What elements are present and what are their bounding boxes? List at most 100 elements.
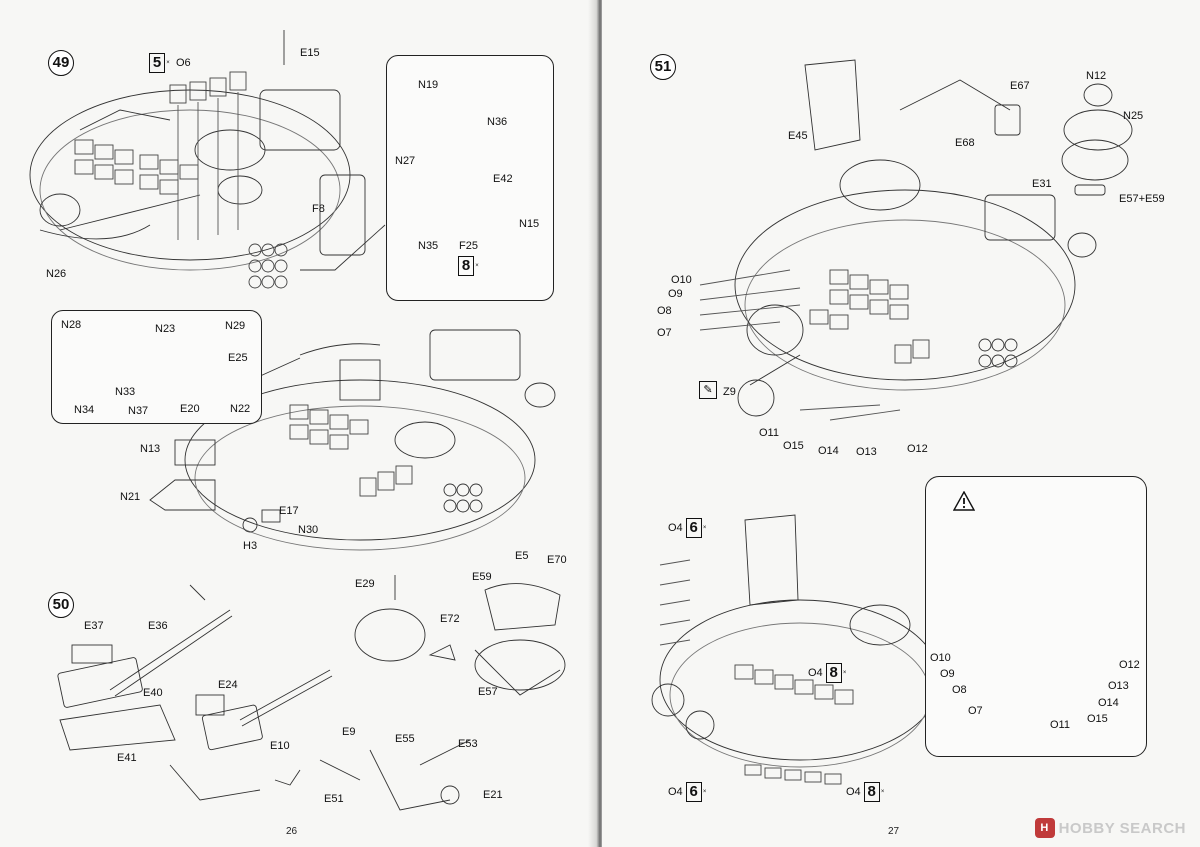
quantity-count: 6 <box>685 782 702 802</box>
part-label: N33 <box>115 386 136 398</box>
quantity-count: 8 <box>825 663 842 683</box>
part-label: E24 <box>218 679 238 691</box>
part-label: E40 <box>143 687 163 699</box>
inset-detail-n28 <box>51 310 262 424</box>
part-label: O12 <box>1119 659 1140 671</box>
step-number-49: 49 <box>48 50 74 76</box>
part-label: E5 <box>515 550 529 562</box>
part-code: O4 <box>808 666 823 679</box>
quantity-badge-o6: 5× O6 <box>149 53 191 73</box>
part-label: N27 <box>395 155 416 167</box>
part-label: H3 <box>243 540 258 552</box>
part-label: E72 <box>440 613 460 625</box>
part-label: N12 <box>1086 70 1107 82</box>
part-label: E67 <box>1010 80 1030 92</box>
part-label: N37 <box>128 405 149 417</box>
part-label: N23 <box>155 323 176 335</box>
part-label: O13 <box>1108 680 1129 692</box>
part-label: N25 <box>1123 110 1144 122</box>
part-label: O10 <box>671 274 692 286</box>
part-label: E70 <box>547 554 567 566</box>
part-label: N35 <box>418 240 439 252</box>
quantity-count: 8 <box>863 782 880 802</box>
part-label: N13 <box>140 443 161 455</box>
part-label: E21 <box>483 789 503 801</box>
part-label: N15 <box>519 218 540 230</box>
page-number-right: 27 <box>888 826 900 837</box>
watermark-logo-icon: H <box>1034 818 1055 838</box>
part-label: E57 <box>478 686 498 698</box>
times-mark: × <box>841 670 848 676</box>
warning-icon <box>953 491 975 511</box>
part-code-f25: F25 <box>459 240 478 252</box>
step-number-51: 51 <box>650 54 676 80</box>
part-label: E31 <box>1032 178 1052 190</box>
part-label: E10 <box>270 740 290 752</box>
times-mark: × <box>701 525 708 531</box>
part-label: E15 <box>300 47 320 59</box>
part-label: O8 <box>952 684 967 696</box>
times-mark: × <box>701 789 708 795</box>
quantity-count: 5 <box>149 53 165 73</box>
inset-detail-view <box>925 476 1147 757</box>
part-label: E45 <box>788 130 808 142</box>
part-label: E51 <box>324 793 344 805</box>
part-label: E37 <box>84 620 104 632</box>
part-label: E59 <box>472 571 492 583</box>
right-page: 51 E67 E45 E68 N12 N25 E31 E57+E59 O10 O… <box>602 0 1200 847</box>
part-label: N30 <box>298 524 319 536</box>
part-label: N26 <box>46 268 67 280</box>
part-label: O14 <box>1098 697 1119 709</box>
part-label: O14 <box>818 445 839 457</box>
part-label: O11 <box>1050 719 1070 731</box>
part-label: E17 <box>279 505 299 517</box>
watermark: H HOBBY SEARCH <box>1034 818 1186 838</box>
part-label: E36 <box>148 620 168 632</box>
quantity-count: 6 <box>685 518 702 538</box>
part-label: E53 <box>458 738 478 750</box>
times-mark: × <box>879 789 886 795</box>
part-label: E20 <box>180 403 200 415</box>
part-label: O11 <box>759 427 779 439</box>
part-label: E42 <box>493 173 513 185</box>
part-label: N19 <box>418 79 439 91</box>
watermark-text: HOBBY SEARCH <box>1058 819 1186 837</box>
part-label: E55 <box>395 733 415 745</box>
part-label: O9 <box>940 668 955 680</box>
part-label: N21 <box>120 491 141 503</box>
part-label: N29 <box>225 320 246 332</box>
part-label: O7 <box>657 327 672 339</box>
part-code: O4 <box>668 521 683 534</box>
part-label: E57+E59 <box>1119 193 1165 205</box>
part-label: O8 <box>657 305 672 317</box>
part-code: O6 <box>176 56 191 69</box>
tool-icon: ✎ <box>699 381 717 399</box>
part-label: O9 <box>668 288 683 300</box>
left-page: 49 5×O6 E15 F8 N26 N19 N36 N27 E42 N35 N… <box>0 0 598 847</box>
part-label: N34 <box>74 404 95 416</box>
part-label: F8 <box>312 203 325 215</box>
part-code: O4 <box>846 785 861 798</box>
part-label: Z9 <box>723 386 736 398</box>
step-number-50: 50 <box>48 592 74 618</box>
part-label: O15 <box>1087 713 1108 725</box>
times-mark: × <box>165 60 171 66</box>
left-page-drawings <box>29 30 566 811</box>
page-number-left: 26 <box>286 826 298 837</box>
part-label: N22 <box>230 403 251 415</box>
quantity-badge-f25: 8× <box>458 256 485 276</box>
part-label: E68 <box>955 137 975 149</box>
part-label: N28 <box>61 319 82 331</box>
part-code: O4 <box>668 785 683 798</box>
part-label: O12 <box>907 443 928 455</box>
part-label: O7 <box>968 705 983 717</box>
part-label: E29 <box>355 578 375 590</box>
inset-detail-n19 <box>386 55 554 301</box>
times-mark: × <box>474 263 480 269</box>
part-label: O15 <box>783 440 804 452</box>
